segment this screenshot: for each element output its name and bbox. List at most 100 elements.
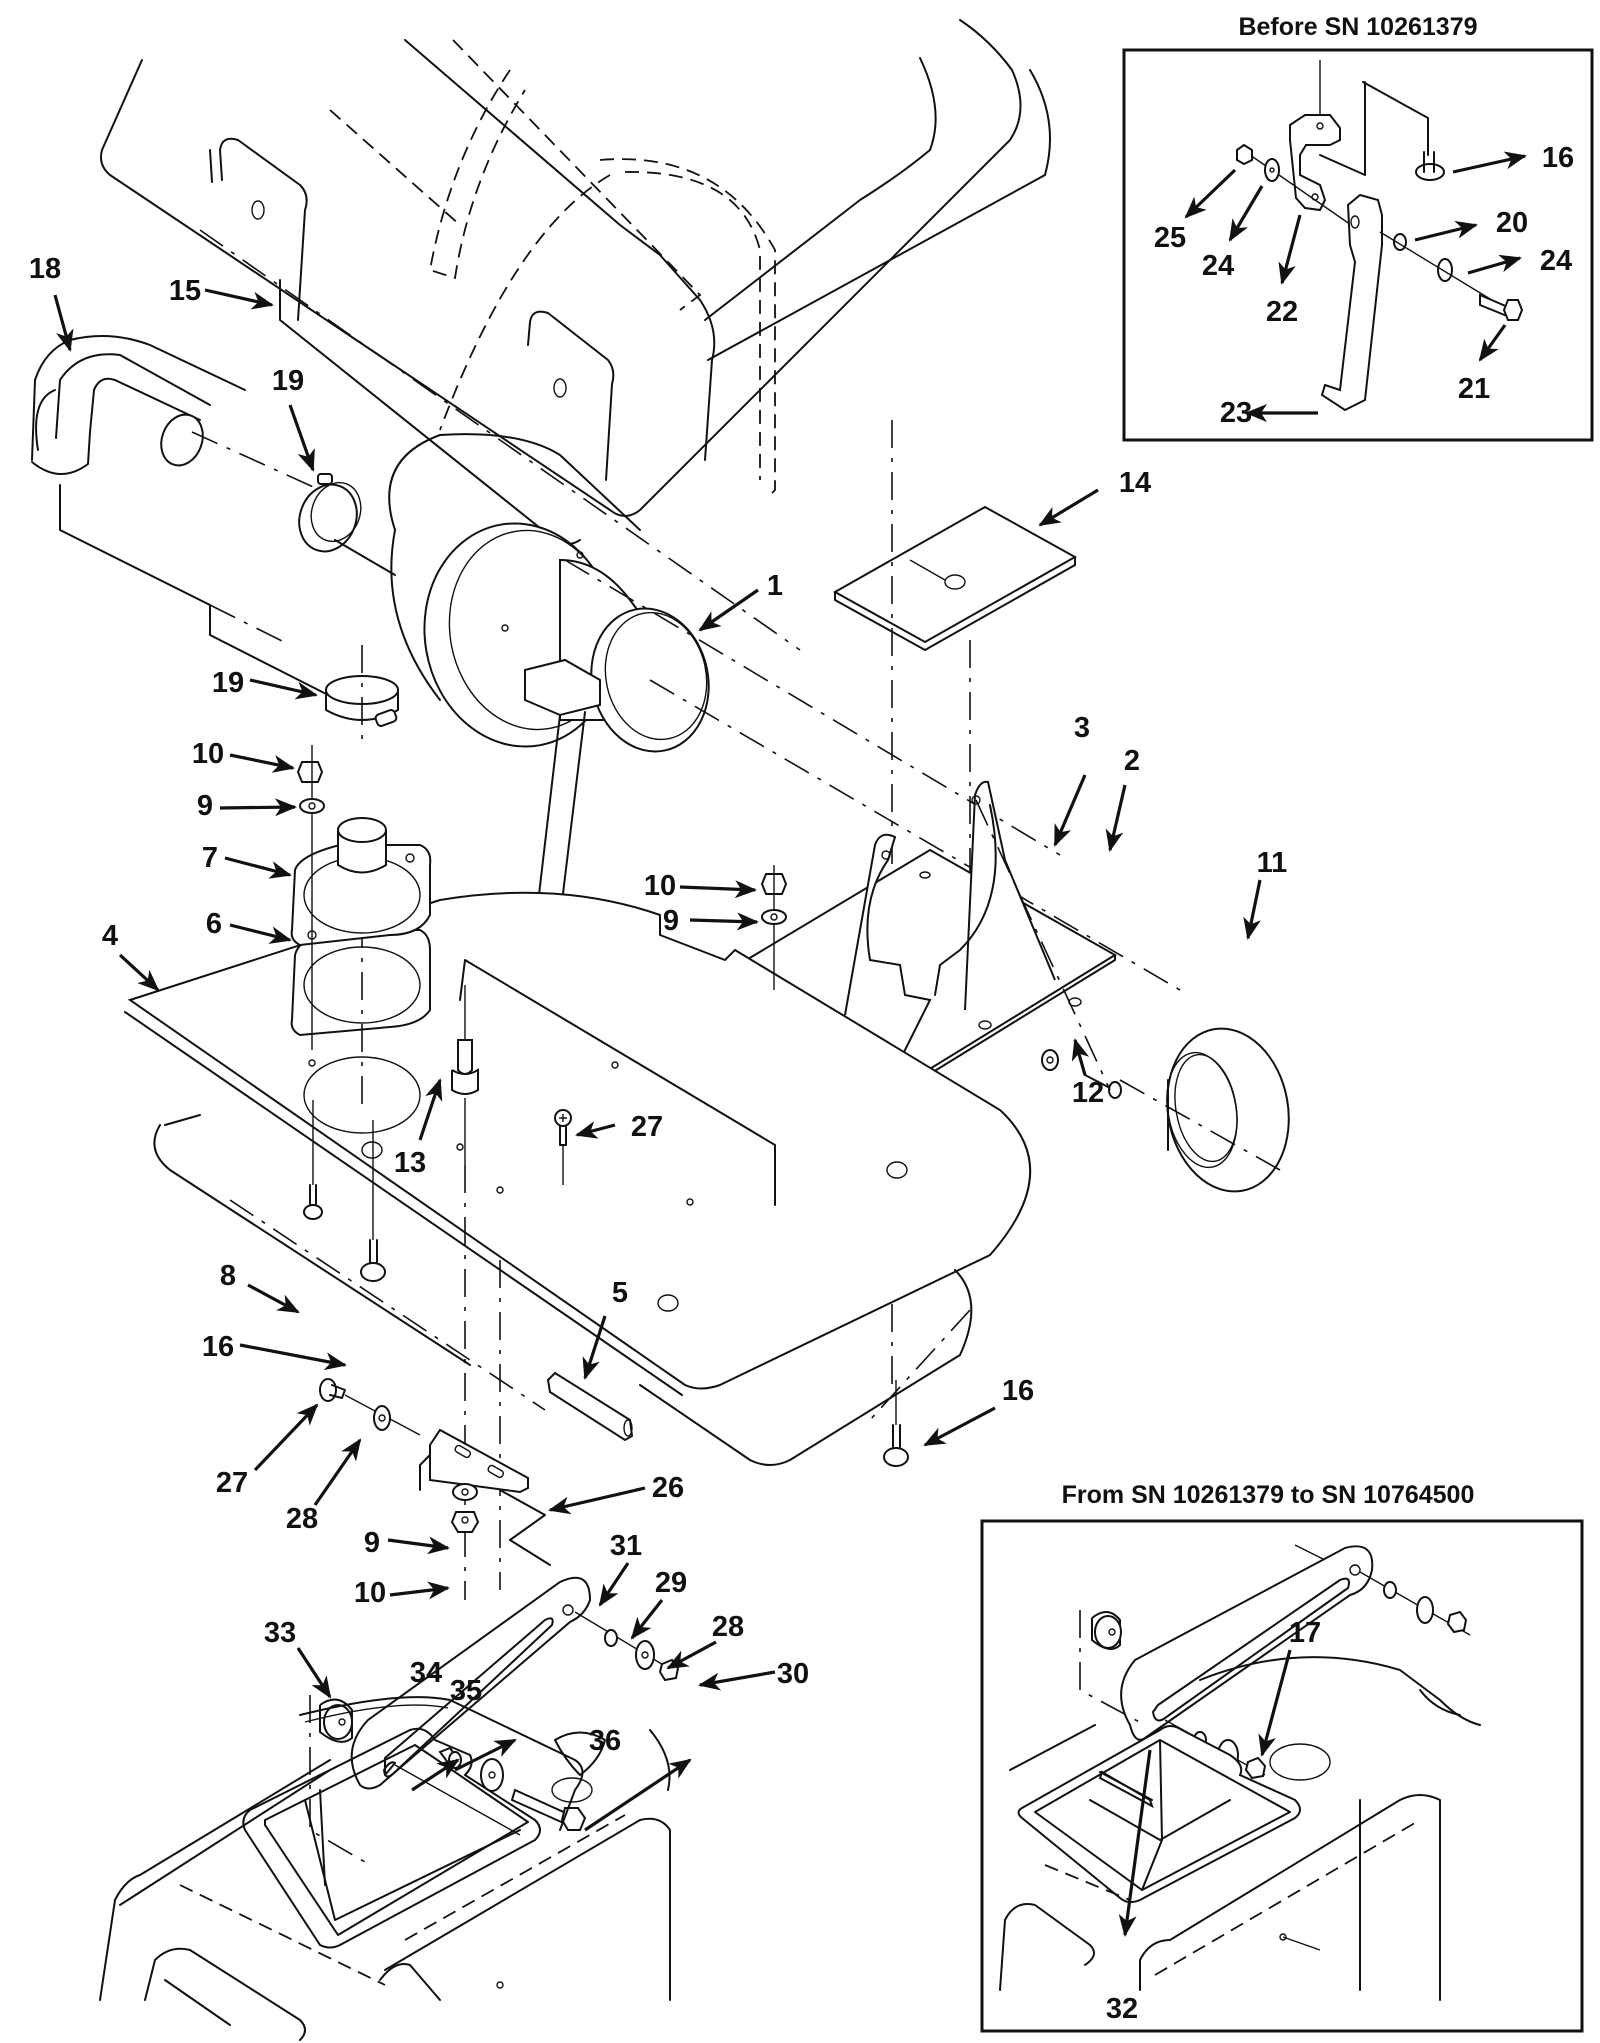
screw-part-2	[1084, 1074, 1122, 1099]
callout-32: 32	[1106, 1993, 1138, 2025]
callout-16-right: 16	[1002, 1375, 1034, 1407]
bumper-part-5	[546, 1371, 634, 1442]
leader-17	[1258, 1649, 1292, 1757]
nut-part-10-left	[296, 745, 324, 1050]
leader-27-upper	[575, 1121, 616, 1139]
washer-part-28-lower	[635, 1640, 655, 1670]
inset-from-to-sn	[980, 1519, 1584, 2033]
leader-19-lower	[249, 678, 318, 700]
centerline	[574, 1611, 676, 1673]
callout-22: 22	[1266, 296, 1298, 328]
callout-17: 17	[1289, 1617, 1321, 1649]
callout-23: 23	[1220, 397, 1252, 429]
callout-10-left: 10	[192, 738, 224, 770]
leader-14	[1038, 488, 1099, 527]
main-callouts: 18 15 19 1 14 19 10 9 7 6 4 3 2 10 9 11 …	[29, 253, 1287, 1757]
leader-27-lower	[253, 1403, 319, 1472]
leader-19-upper	[288, 404, 315, 472]
leader-3	[1053, 774, 1087, 847]
bolt-part-16-right	[883, 1380, 909, 1467]
leader-16-left	[239, 1343, 347, 1371]
leader-24-left	[1228, 185, 1264, 242]
leader-31	[598, 1562, 630, 1607]
callout-26: 26	[652, 1472, 684, 1504]
leader-4	[118, 953, 160, 992]
callout-33: 33	[264, 1617, 296, 1649]
seal-part-11	[1119, 1027, 1290, 1193]
callout-16-left: 16	[202, 1331, 234, 1363]
callout-36: 36	[589, 1725, 621, 1757]
nut-part-10-right	[760, 865, 788, 990]
leader-9-lower	[387, 1536, 450, 1555]
leader-28-upper	[313, 1438, 362, 1506]
adapter-part-7	[290, 817, 432, 947]
callout-31: 31	[610, 1530, 642, 1562]
callout-21: 21	[1458, 373, 1490, 405]
inset-before-sn	[1122, 48, 1594, 442]
bracket-part-26	[419, 1428, 551, 1566]
gasket-part-6	[290, 920, 431, 1134]
callout-28-lower: 28	[712, 1611, 744, 1643]
callout-9-lower: 9	[364, 1527, 380, 1559]
leader-9-right	[689, 912, 759, 931]
hose-part-18	[31, 335, 339, 701]
washer-part-9-left	[299, 798, 325, 814]
callout-30: 30	[777, 1658, 809, 1690]
leader-10-right	[679, 880, 757, 899]
washer-part-28-upper	[373, 1405, 391, 1431]
callout-34: 34	[410, 1657, 442, 1689]
spacer-part-33	[309, 1695, 371, 1866]
callout-27-lower: 27	[216, 1467, 248, 1499]
leader-36	[584, 1758, 692, 1832]
leader-29	[630, 1599, 664, 1640]
screw-part-8	[303, 1100, 323, 1220]
washer-part-3	[1041, 1049, 1059, 1071]
leader-8	[247, 1283, 300, 1314]
leader-2	[1105, 784, 1127, 852]
nut-part-10-lower	[450, 1511, 480, 1533]
callout-18: 18	[29, 253, 61, 285]
leader-16-right	[923, 1406, 996, 1447]
leader-18	[53, 294, 74, 352]
callout-8: 8	[220, 1260, 236, 1292]
washer-part-35	[480, 1758, 504, 1792]
leader-33	[296, 1647, 332, 1699]
leader-28-lower	[666, 1640, 717, 1670]
callout-24-left: 24	[1202, 250, 1234, 282]
leader-7	[224, 856, 292, 879]
callout-9-right: 9	[663, 905, 679, 937]
hose-clamp-part-19-lower	[325, 645, 399, 740]
inset-callouts: 16 20 24 21 25 24 22 23 17 32	[1106, 142, 1574, 2025]
callout-arrows	[53, 151, 1527, 1937]
leader-25	[1184, 168, 1237, 219]
leader-10-left	[229, 753, 295, 773]
leader-34	[411, 1758, 460, 1792]
inset-title-from-to: From SN 10261379 to SN 10764500	[1062, 1481, 1475, 1509]
callout-5: 5	[612, 1277, 628, 1309]
leader-15	[204, 288, 274, 310]
leader-16-inset	[1452, 151, 1527, 174]
leader-5	[582, 1315, 607, 1380]
callout-9-left: 9	[197, 790, 213, 822]
callout-7: 7	[202, 842, 218, 874]
callout-10-right: 10	[644, 870, 676, 902]
leader-10-lower	[389, 1581, 450, 1600]
machine-body-lower	[99, 1696, 671, 2041]
vacuum-motor-part-1	[388, 433, 1181, 1151]
callout-28-upper: 28	[286, 1503, 318, 1535]
leader-32	[1118, 1749, 1152, 1937]
hose-clamp-part-19-upper	[298, 473, 396, 576]
leader-22	[1278, 214, 1302, 285]
bolt-part-36	[510, 1788, 587, 1831]
bolt-part-16-left	[360, 1120, 386, 1282]
pad-part-14	[832, 505, 1078, 651]
callout-12: 12	[1072, 1077, 1104, 1109]
callout-3: 3	[1074, 712, 1090, 744]
leader-21	[1478, 324, 1507, 362]
screw-part-27-lower	[319, 1378, 421, 1436]
inset-title-before: Before SN 10261379	[1238, 13, 1477, 41]
callout-25: 25	[1154, 222, 1186, 254]
callout-19-lower: 19	[212, 667, 244, 699]
spacer-part-29	[604, 1629, 618, 1647]
